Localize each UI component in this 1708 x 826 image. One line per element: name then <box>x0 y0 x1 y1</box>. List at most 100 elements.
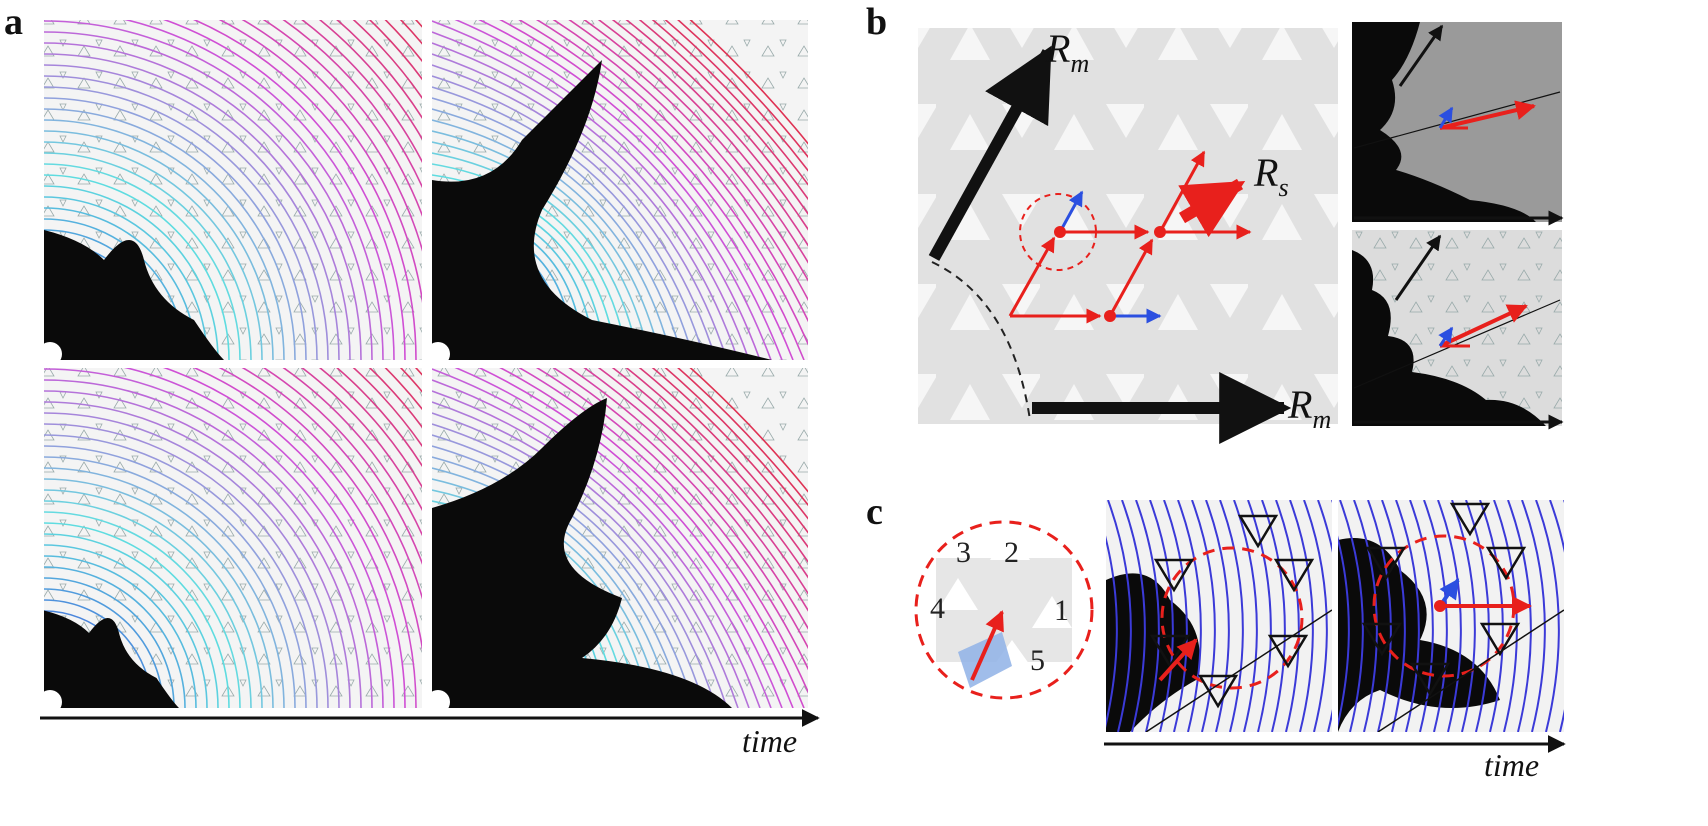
contour-line <box>1191 500 1216 732</box>
contour-line <box>1338 535 1350 728</box>
contour-line <box>432 75 717 360</box>
site-number-1: 1 <box>1054 594 1069 627</box>
contour-line <box>44 588 164 708</box>
site-number-3: 3 <box>956 536 971 569</box>
contour-line <box>44 533 219 708</box>
contour-line <box>44 64 340 360</box>
zoom-frame <box>1338 500 1615 732</box>
panel-c-time-label: time <box>1484 747 1539 783</box>
contour-line <box>1423 500 1448 732</box>
contour-line <box>44 163 241 360</box>
inset-sim-crystal <box>1352 250 1546 426</box>
crystal-region <box>1106 573 1200 732</box>
lattice-triangle-outline <box>1273 558 1315 593</box>
panel-c-site-diagram: 1 2 3 4 5 <box>914 520 1094 700</box>
contour-line <box>44 141 263 360</box>
contour-line <box>44 20 384 360</box>
contour-line <box>162 20 406 360</box>
contour-line <box>651 20 808 186</box>
seed-boundary-arc <box>931 261 1031 421</box>
lattice-triangle-outline <box>1361 622 1403 657</box>
contour-line <box>1578 500 1601 732</box>
contour-line <box>1563 500 1564 504</box>
contour-line <box>1219 500 1244 732</box>
contour-line <box>368 368 422 429</box>
panel-c-frames <box>1106 500 1615 732</box>
lattice-triangle-outline <box>1409 662 1451 697</box>
contour-line <box>44 555 197 708</box>
contour-line <box>689 20 808 145</box>
contour-line <box>432 64 728 360</box>
contour-line <box>368 20 422 81</box>
step-arrow <box>1008 236 1056 317</box>
contour-line <box>597 20 808 247</box>
contour-line <box>44 467 285 708</box>
site-red-arrow <box>970 610 1004 681</box>
lattice-triangle-pattern <box>918 28 1338 424</box>
contour-tile <box>44 368 422 708</box>
contour-line <box>552 368 808 650</box>
contour-line <box>44 412 340 708</box>
contour-line <box>432 31 761 360</box>
contour-line <box>583 20 808 264</box>
guide-line <box>1145 609 1332 732</box>
lattice-triangle <box>938 578 978 610</box>
contour-line <box>518 20 808 346</box>
contour-line <box>651 368 808 534</box>
contour-line <box>625 368 808 564</box>
contour-line <box>432 97 695 360</box>
contour-tile <box>432 368 808 708</box>
contour-line <box>44 31 373 360</box>
contour-line <box>432 86 706 360</box>
inset-blue-arrow <box>1438 326 1454 347</box>
contour-line <box>535 368 808 671</box>
contour-line <box>432 163 629 360</box>
contour-line <box>1381 500 1406 732</box>
contour-line <box>352 20 422 100</box>
panel-b-lattice-diagram: Rm Rm Rs <box>918 26 1338 444</box>
contour-line <box>1367 500 1392 732</box>
contour-line <box>432 456 684 708</box>
contour-line <box>597 368 808 595</box>
inset-blue-arrow <box>1438 106 1454 129</box>
guide-line <box>1377 609 1564 732</box>
contour-line <box>1289 500 1314 732</box>
contour-tile <box>44 20 422 360</box>
contour-line <box>432 20 772 360</box>
seed-hole <box>432 690 450 708</box>
lattice-triangle-outline <box>1267 634 1309 669</box>
panel-a-letter: a <box>4 1 23 43</box>
contour-line <box>1107 500 1132 732</box>
rm-vector-up-arrow <box>928 45 1054 261</box>
contour-line <box>44 196 208 360</box>
contour-line <box>44 500 252 708</box>
lattice-triangle-outline <box>1479 622 1521 657</box>
contour-line <box>611 368 808 579</box>
contour-line <box>568 20 808 282</box>
contour-line <box>638 20 808 201</box>
panel-a-tiles <box>44 20 808 708</box>
contour-line <box>335 368 422 468</box>
lattice-triangle-outline <box>1485 546 1527 581</box>
contour-line <box>262 20 422 218</box>
contour-line <box>477 368 794 708</box>
contour-line <box>44 445 307 708</box>
contour-line <box>477 20 794 360</box>
contour-line <box>432 141 651 360</box>
blue-offset-arrow <box>1058 190 1084 233</box>
lattice-node <box>1154 226 1166 238</box>
contour-line <box>1592 500 1615 732</box>
contour-line <box>454 368 783 708</box>
inset-red-arrow <box>1439 100 1536 130</box>
contour-line <box>1247 500 1272 732</box>
contour-line <box>44 130 274 360</box>
contour-line <box>123 20 395 360</box>
seed-hole <box>44 690 62 708</box>
panel-b-letter: b <box>866 1 887 43</box>
contour-line <box>664 20 808 172</box>
contour-line <box>1205 500 1230 732</box>
crystal-dendrite <box>44 230 224 360</box>
contour-line <box>583 368 808 612</box>
panel-b-inset-experiment <box>1352 22 1564 226</box>
contour-line <box>1353 500 1378 732</box>
